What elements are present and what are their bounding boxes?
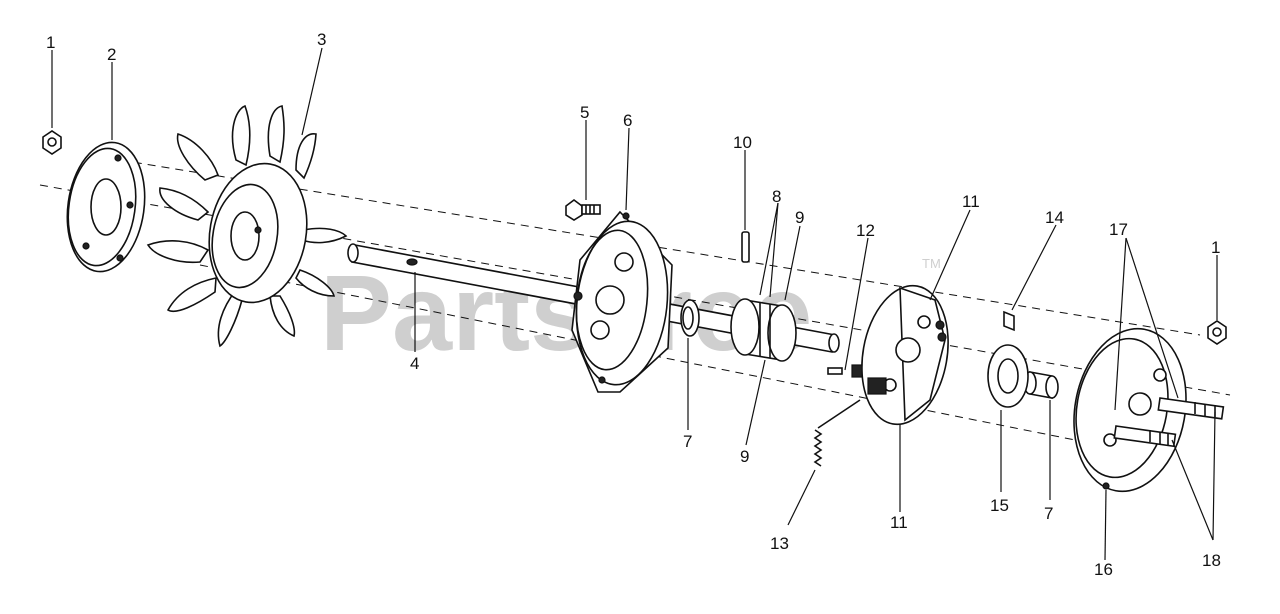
- callout-8: 8: [772, 187, 781, 206]
- callout-9-upper: 9: [795, 208, 804, 227]
- bolt: [565, 199, 601, 221]
- callout-10: 10: [733, 133, 752, 152]
- clip: [1003, 310, 1015, 332]
- callout-16: 16: [1094, 560, 1113, 579]
- stud-lower: [1113, 425, 1177, 448]
- callout-6: 6: [623, 111, 632, 130]
- callout-14: 14: [1045, 208, 1064, 227]
- key: [827, 367, 843, 375]
- clutch-collar: [730, 298, 797, 362]
- pin: [741, 231, 750, 263]
- watermark-trademark: TM: [922, 256, 941, 271]
- callout-3: 3: [317, 30, 326, 49]
- callout-2: 2: [107, 45, 116, 64]
- stud-upper: [1157, 397, 1225, 420]
- nut-left: [42, 130, 62, 155]
- callout-7-left: 7: [683, 432, 692, 451]
- washer: [987, 344, 1029, 408]
- callout-15: 15: [990, 496, 1009, 515]
- spring: [813, 399, 861, 467]
- hub: [851, 284, 949, 426]
- callout-7-right: 7: [1044, 504, 1053, 523]
- bearing-left: [680, 299, 700, 337]
- callout-13: 13: [770, 534, 789, 553]
- bearing-right: [1023, 371, 1059, 399]
- callout-18: 18: [1202, 551, 1221, 570]
- callout-12: 12: [856, 221, 875, 240]
- adapter-plate: [66, 141, 146, 273]
- callout-17: 17: [1109, 220, 1128, 239]
- callout-5: 5: [580, 103, 589, 122]
- callout-11-upper: 11: [962, 192, 980, 211]
- callout-11-lower: 11: [890, 513, 908, 532]
- callout-1-left: 1: [46, 33, 55, 52]
- callout-1-right: 1: [1211, 238, 1220, 257]
- nut-right: [1207, 320, 1227, 345]
- leader-lines: [51, 47, 1218, 561]
- fan: [146, 104, 348, 348]
- housing: [571, 210, 673, 393]
- end-cover: [1073, 327, 1187, 493]
- callout-4: 4: [410, 354, 419, 373]
- callout-9-lower: 9: [740, 447, 749, 466]
